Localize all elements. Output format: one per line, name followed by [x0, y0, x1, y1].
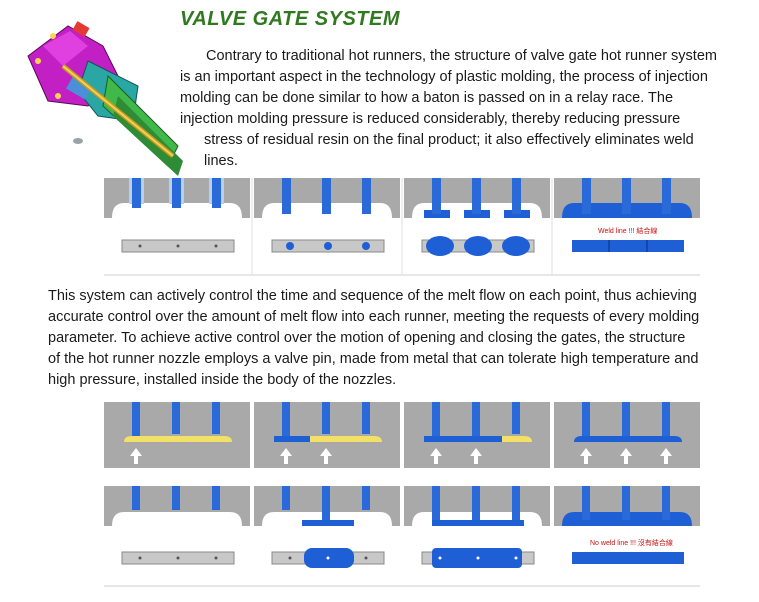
diagram-panel [254, 402, 400, 468]
diagram-panel [104, 402, 250, 468]
diagram-strip-weld-line: Weld line !!! 結合線 [104, 178, 700, 283]
intro-line: stress of residual resin on the final pr… [204, 132, 694, 148]
diagram-panel: Weld line !!! 結合線 [554, 178, 700, 252]
valve-gate-mold-illustration [27, 21, 183, 176]
diagram-panel: No weld line !!! 沒有結合線 [554, 486, 700, 564]
intro-line: Contrary to traditional hot runners, the… [206, 48, 717, 64]
intro-line: injection molding pressure is reduced co… [180, 111, 681, 127]
intro-line: is an important aspect in the technology… [180, 69, 708, 85]
no-weld-line-label: No weld line !!! 沒有結合線 [590, 538, 673, 547]
diagram-panel [404, 402, 550, 468]
mold-body [27, 21, 183, 176]
detail-paragraph: This system can actively control the tim… [48, 286, 753, 391]
detail-line: This system can actively control the tim… [48, 288, 697, 304]
intro-paragraph: Contrary to traditional hot runners, the… [180, 46, 750, 172]
diagram-panel [404, 486, 550, 568]
detail-line: parameter. To achieve active control ove… [48, 330, 686, 346]
intro-line: lines. [204, 153, 238, 169]
diagram-panel [104, 178, 253, 275]
diagram-panel [254, 486, 400, 568]
detail-line: accurate control over the amount of melt… [48, 309, 700, 325]
diagram-strip-sequential-fill [104, 402, 700, 475]
diagram-panel [404, 178, 553, 275]
detail-line: high pressure, installed inside the body… [48, 372, 397, 388]
page-title: VALVE GATE SYSTEM [180, 8, 401, 30]
detail-line: of the hot runner nozzle employs a valve… [48, 351, 699, 367]
diagram-strip-no-weld-line: No weld line !!! 沒有結合線 [104, 486, 700, 593]
weld-line-label: Weld line !!! 結合線 [598, 226, 657, 235]
diagram-panel [254, 178, 403, 275]
diagram-panel [104, 486, 250, 565]
diagram-panel [554, 402, 700, 468]
intro-line: molding can be done similar to how a bat… [180, 90, 674, 106]
